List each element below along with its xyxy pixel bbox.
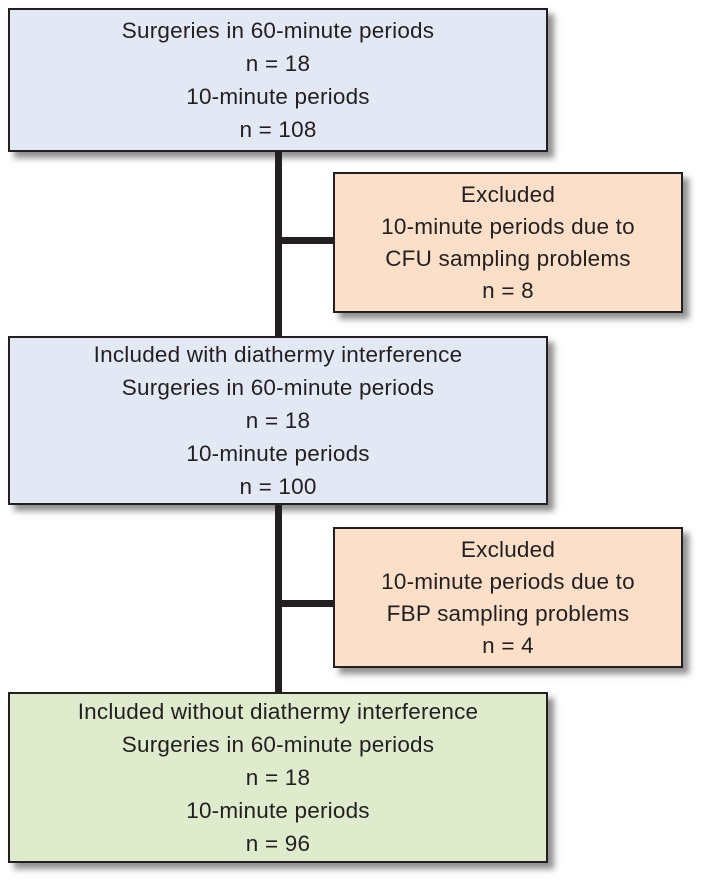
- flow-box-line: Surgeries in 60-minute periods: [121, 732, 435, 757]
- flow-box-line: n = 100: [239, 474, 317, 499]
- flow-box-line: 10-minute periods: [186, 84, 370, 109]
- flow-box-line: 10-minute periods: [186, 798, 370, 823]
- flow-box-excluded-cfu: Excluded 10-minute periods due to CFU sa…: [333, 172, 683, 313]
- flow-box-line: 10-minute periods due to: [381, 213, 635, 239]
- flow-box-included-with-diathermy: Included with diathermy interference Sur…: [8, 336, 548, 505]
- flow-box-line: n = 18: [245, 408, 311, 433]
- flow-box-line: n = 108: [239, 117, 317, 142]
- flow-box-line: FBP sampling problems: [386, 600, 630, 626]
- flow-box-line: n = 18: [245, 765, 311, 790]
- connector-vertical-top: [275, 150, 282, 338]
- flow-box-line: CFU sampling problems: [385, 245, 631, 271]
- connector-branch-fbp: [280, 600, 335, 607]
- flow-box-line: n = 18: [245, 51, 311, 76]
- flow-box-line: Included without diathermy interference: [77, 699, 479, 724]
- flow-box-line: 10-minute periods: [186, 441, 370, 466]
- flow-box-line: Surgeries in 60-minute periods: [121, 18, 435, 43]
- flow-box-line: n = 4: [482, 632, 534, 658]
- flow-box-line: Surgeries in 60-minute periods: [121, 375, 435, 400]
- connector-vertical-bottom: [275, 503, 282, 694]
- flow-box-line: Excluded: [460, 536, 556, 562]
- flow-box-excluded-fbp: Excluded 10-minute periods due to FBP sa…: [333, 527, 683, 668]
- flow-box-included-without-diathermy: Included without diathermy interference …: [8, 692, 548, 863]
- flow-box-line: n = 96: [245, 831, 311, 856]
- connector-branch-cfu: [280, 237, 335, 244]
- flow-box-line: Included with diathermy interference: [93, 342, 463, 367]
- flow-box-line: 10-minute periods due to: [381, 568, 635, 594]
- flow-box-line: Excluded: [460, 181, 556, 207]
- flow-box-line: n = 8: [482, 277, 534, 303]
- flow-box-surgeries-total: Surgeries in 60-minute periods n = 18 10…: [8, 8, 548, 152]
